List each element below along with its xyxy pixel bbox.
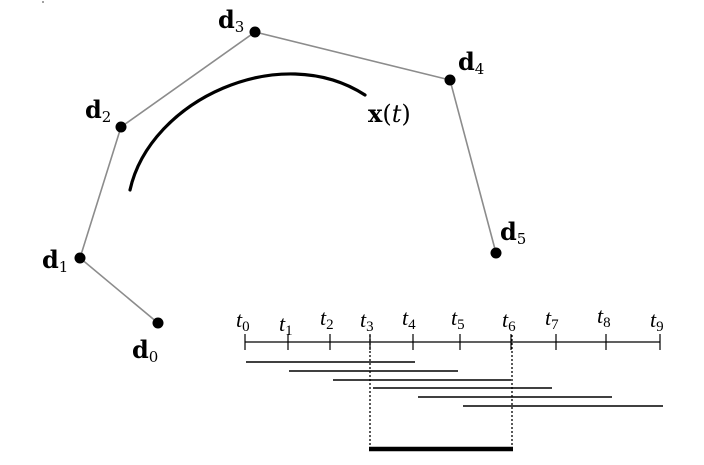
control-point-d2 — [115, 121, 127, 133]
knot-label-7: t7 — [545, 305, 559, 333]
knot-label-6: t6 — [502, 307, 516, 335]
curve-segment — [128, 72, 367, 192]
control-polygon — [79, 31, 497, 324]
label-d3: d3 — [218, 5, 244, 36]
knot-label-4: t4 — [402, 305, 416, 333]
control-point-d0 — [152, 317, 164, 329]
knot-label-3: t3 — [360, 307, 374, 335]
knot-label-2: t2 — [320, 305, 334, 333]
knot-label-0: t0 — [236, 307, 250, 335]
control-point-dots — [74, 26, 502, 329]
knot-label-8: t8 — [597, 303, 611, 331]
knot-label-9: t9 — [650, 307, 664, 335]
control-point-d3 — [249, 26, 261, 38]
control-point-d4 — [444, 74, 456, 86]
basis-support-bars — [246, 361, 663, 407]
interval-markers — [369, 335, 513, 449]
control-point-d5 — [490, 247, 502, 259]
label-d4: d4 — [458, 47, 484, 78]
label-d1: d1 — [42, 245, 68, 276]
knot-label-1: t1 — [279, 311, 293, 339]
label-d5: d5 — [500, 217, 526, 248]
knot-label-5: t5 — [451, 305, 465, 333]
knot-ticks — [244, 334, 661, 350]
label-d0: d0 — [132, 335, 158, 366]
control-point-d1 — [74, 252, 86, 264]
curve-label: x(t) — [368, 99, 411, 128]
label-d2: d2 — [85, 95, 111, 126]
